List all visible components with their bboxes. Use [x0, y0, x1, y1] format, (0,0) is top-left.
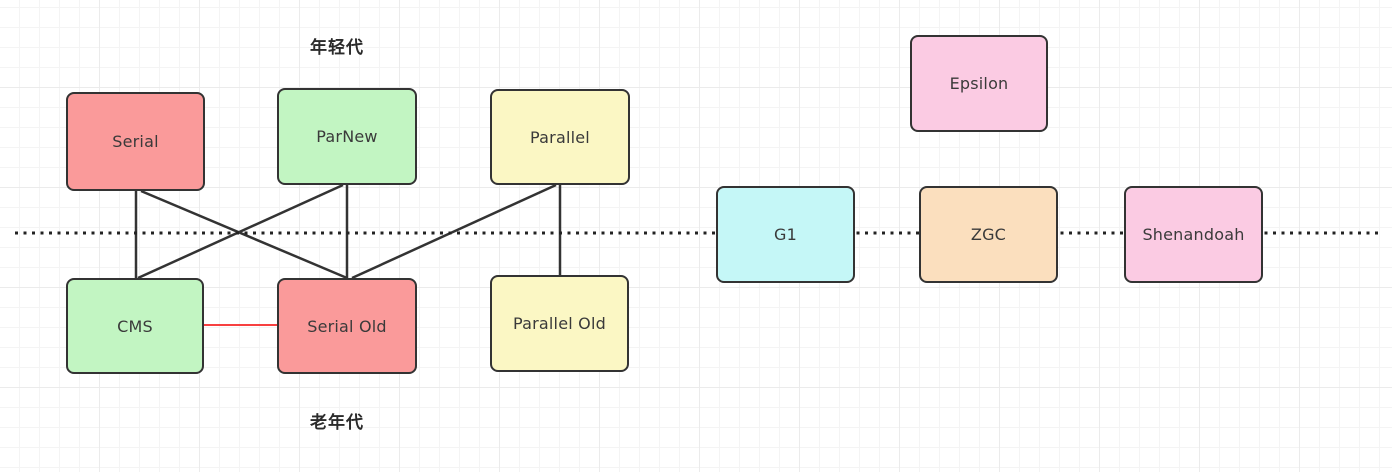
node-zgc[interactable]: ZGC	[919, 186, 1058, 283]
edge-serial-to-serial-old	[140, 189, 348, 280]
node-parallel[interactable]: Parallel	[490, 89, 630, 185]
old-generation-label: 老年代	[310, 413, 364, 433]
node-shenandoah[interactable]: Shenandoah	[1124, 186, 1263, 283]
node-serial-old[interactable]: Serial Old	[277, 278, 417, 374]
edge-parnew-to-cms	[137, 183, 344, 280]
node-g1[interactable]: G1	[716, 186, 855, 283]
node-parnew[interactable]: ParNew	[277, 88, 417, 185]
young-generation-label: 年轻代	[310, 38, 364, 58]
node-parallel-old[interactable]: Parallel Old	[490, 275, 629, 372]
node-epsilon[interactable]: Epsilon	[910, 35, 1048, 132]
edge-parallel-to-serial-old	[351, 183, 557, 280]
node-serial[interactable]: Serial	[66, 92, 205, 191]
node-cms[interactable]: CMS	[66, 278, 204, 374]
